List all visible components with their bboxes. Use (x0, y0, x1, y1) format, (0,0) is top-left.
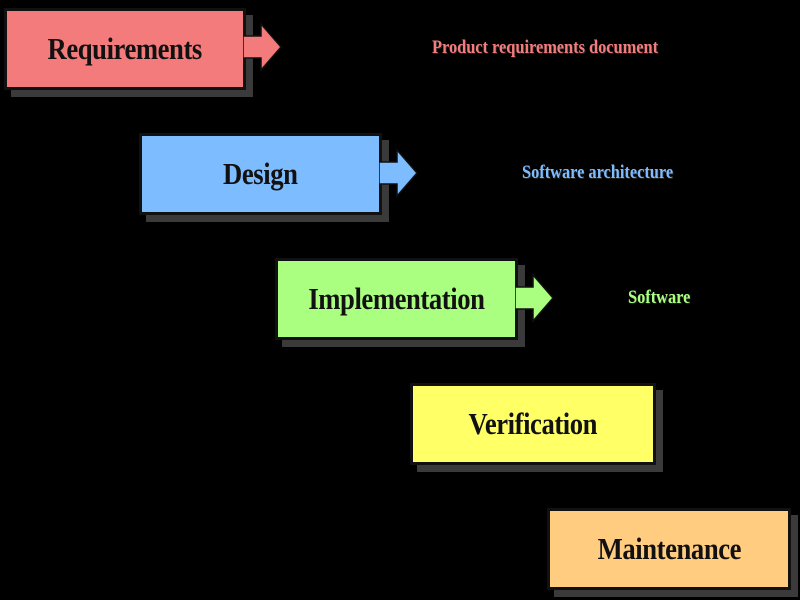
stage-design: Design (139, 133, 382, 215)
right-arrow-icon (515, 273, 554, 323)
stage-verification: Verification (410, 383, 656, 465)
stage-implementation: Implementation (275, 258, 518, 340)
stage-maintenance: Maintenance (547, 508, 791, 590)
stage-label-implementation: Implementation (308, 281, 485, 316)
stage-label-requirements: Requirements (47, 31, 203, 66)
arrow-shape-implementation (515, 273, 554, 323)
stage-label-design: Design (223, 156, 298, 191)
stage-label-verification: Verification (468, 406, 598, 441)
arrow-shape-design (379, 148, 418, 198)
right-arrow-icon (243, 22, 282, 72)
right-arrow-icon (379, 148, 418, 198)
stage-label-maintenance: Maintenance (597, 531, 741, 566)
stage-requirements: Requirements (4, 8, 246, 90)
artifact-software: Software (628, 287, 691, 308)
artifact-software-architecture: Software architecture (522, 162, 674, 183)
artifact-product-requirements-document: Product requirements document (432, 37, 659, 58)
arrow-shape-requirements (243, 22, 282, 72)
